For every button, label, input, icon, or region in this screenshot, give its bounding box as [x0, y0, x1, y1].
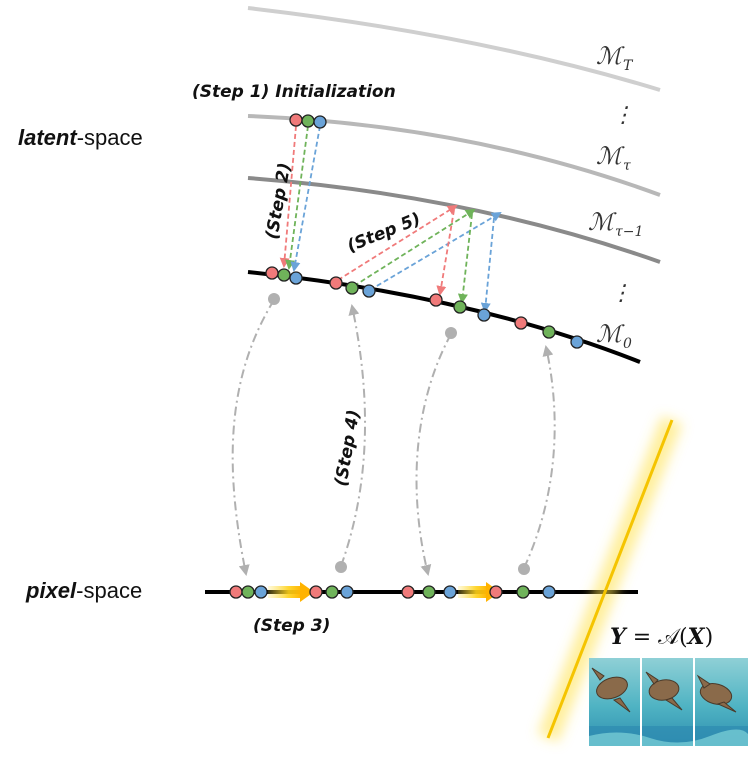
manifold-label-tau: ℳ τ — [596, 142, 631, 174]
m0-dots — [265, 266, 584, 349]
vdots-lower: ⋮ — [610, 281, 632, 306]
svg-text:ℳ: ℳ — [596, 142, 625, 170]
manifold-curve-T — [247, 6, 661, 92]
manifold-curve-tau-minus-1 — [247, 176, 661, 264]
svg-text:ℳ: ℳ — [596, 42, 625, 70]
latent-space-label: latent-space — [18, 125, 143, 150]
svg-text:ℳ: ℳ — [596, 320, 625, 348]
pixel-dots — [229, 585, 556, 599]
gray-dashdot-arrows — [231, 299, 556, 576]
manifold-label-tau-minus-1: ℳ τ−1 — [588, 208, 643, 240]
manifold-curve-0 — [247, 270, 641, 364]
gray-anchor-dots — [268, 293, 530, 575]
manifold-label-T: ℳ T — [596, 42, 634, 74]
svg-text:τ: τ — [623, 158, 631, 174]
svg-text:ℳ: ℳ — [588, 208, 617, 236]
svg-text:T: T — [623, 58, 634, 74]
step2-arrows — [279, 125, 321, 272]
pixel-space-label: pixel-space — [25, 578, 142, 603]
init-dots — [289, 113, 327, 129]
manifold-label-0: ℳ 0 — [596, 320, 632, 352]
turtle-photo-strip — [589, 658, 748, 746]
svg-text:0: 0 — [623, 336, 632, 352]
step5-down-arrows — [436, 209, 495, 313]
step1-label: (Step 1) Initialization — [192, 82, 396, 102]
vdots-upper: ⋮ — [612, 103, 634, 128]
measurement-equation: Y = 𝒜(X) — [610, 624, 713, 650]
measurement-glow-line — [537, 416, 683, 742]
step4-label: (Step 4) — [331, 408, 364, 488]
step3-label: (Step 3) — [253, 616, 330, 636]
svg-text:τ−1: τ−1 — [615, 224, 643, 240]
step5-up-arrows — [337, 204, 502, 291]
